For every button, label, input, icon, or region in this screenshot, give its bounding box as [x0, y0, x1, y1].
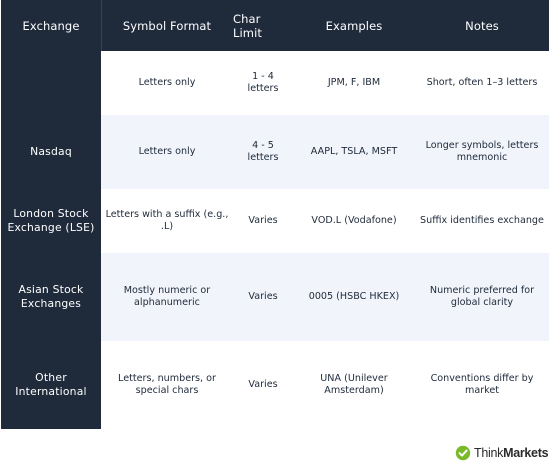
cell-format: Letters only: [138, 145, 196, 157]
brand-prefix: Think: [474, 446, 504, 460]
row-label: Other International: [15, 371, 87, 398]
cell-limit: Varies: [248, 378, 278, 390]
table-row: Letters with a suffix (e.g., .L) Varies …: [101, 189, 549, 253]
cell-format: Letters only: [138, 76, 196, 88]
table-row: Letters, numbers, or special chars Varie…: [101, 341, 549, 429]
header-symbol-format: Symbol Format: [122, 18, 212, 33]
cell-limit: Varies: [248, 290, 278, 302]
row-label: [1, 51, 101, 115]
cell-examples: VOD.L (Vodafone): [311, 214, 397, 226]
cell-notes: Suffix identifies exchange: [420, 214, 544, 226]
cell-limit: 4 - 5 letters: [247, 139, 279, 164]
header-exchange: Exchange: [22, 18, 80, 33]
table-row: Mostly numeric or alphanumeric Varies 00…: [101, 253, 549, 341]
cell-notes: Numeric preferred for global clarity: [429, 284, 535, 309]
cell-limit: 1 - 4 letters: [247, 70, 279, 95]
brand-suffix: Markets: [503, 446, 549, 460]
cell-notes: Longer symbols, letters mnemonic: [425, 139, 539, 164]
cell-format: Letters with a suffix (e.g., .L): [105, 208, 229, 233]
exchange-symbol-table: Exchange Symbol Format Char Limit Exampl…: [1, 0, 549, 430]
row-label: London Stock Exchange (LSE): [7, 207, 95, 234]
table-header: Exchange Symbol Format Char Limit Exampl…: [1, 0, 549, 51]
thinkmarkets-logo-icon: [455, 445, 471, 461]
brand-wordmark: ThinkMarkets: [474, 446, 549, 460]
cell-examples: JPM, F, IBM: [327, 76, 381, 88]
cell-examples: UNA (Unilever Amsterdam): [320, 372, 388, 397]
cell-notes: Conventions differ by market: [430, 372, 534, 397]
cell-format: Letters, numbers, or special chars: [118, 372, 216, 397]
header-divider: [101, 0, 102, 51]
cell-examples: AAPL, TSLA, MSFT: [310, 145, 398, 157]
row-label: Nasdaq: [30, 145, 72, 158]
cell-notes: Short, often 1–3 letters: [426, 76, 538, 88]
header-char-limit: Char Limit: [233, 11, 263, 40]
cell-limit: Varies: [248, 214, 278, 226]
brand-logo: ThinkMarkets: [455, 444, 549, 461]
cell-format: Mostly numeric or alphanumeric: [123, 284, 211, 309]
exchange-column: [1, 51, 101, 429]
cell-examples: 0005 (HSBC HKEX): [308, 290, 400, 302]
header-notes: Notes: [465, 18, 499, 33]
row-label: Asian Stock Exchanges: [18, 283, 84, 310]
header-examples: Examples: [325, 18, 383, 33]
table-row: Letters only 4 - 5 letters AAPL, TSLA, M…: [101, 115, 549, 189]
table-row: Letters only 1 - 4 letters JPM, F, IBM S…: [101, 51, 549, 115]
